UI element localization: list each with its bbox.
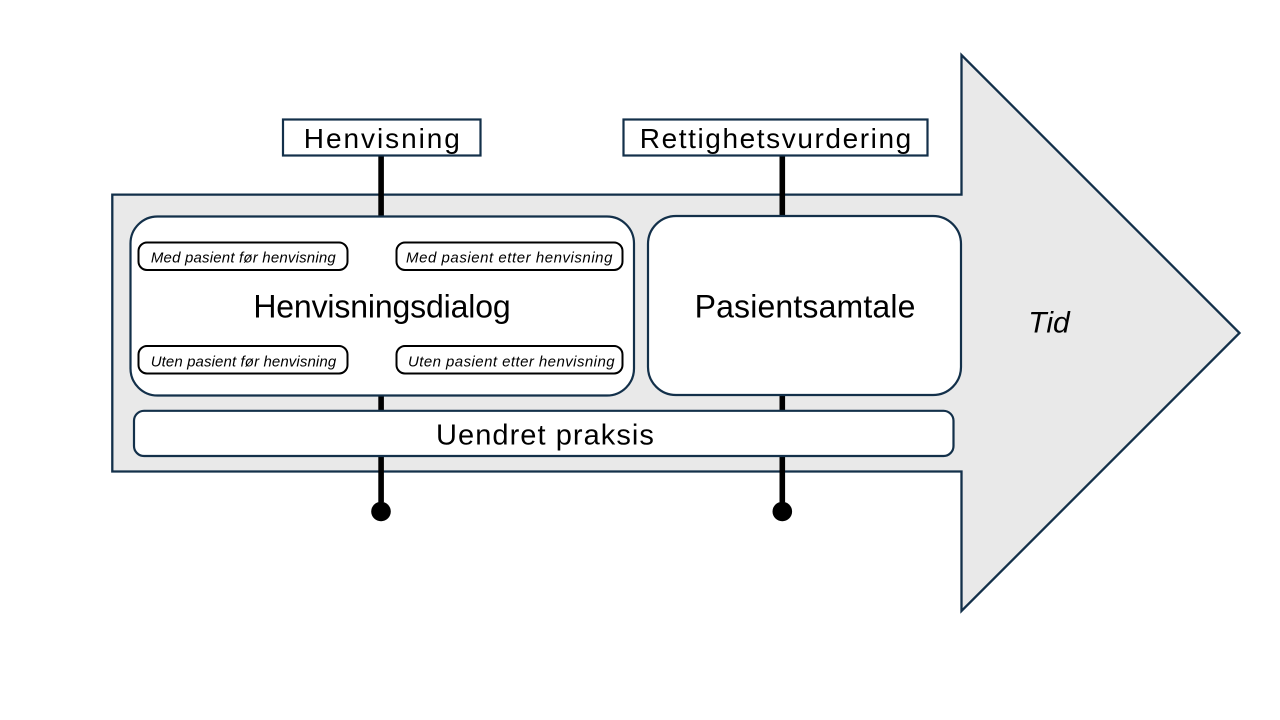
svg-text:Uten pasient etter henvisning: Uten pasient etter henvisning bbox=[408, 354, 615, 371]
svg-text:Med pasient før henvisning: Med pasient før henvisning bbox=[151, 250, 337, 267]
svg-text:Henvisning: Henvisning bbox=[304, 123, 462, 154]
svg-text:Uendret praksis: Uendret praksis bbox=[436, 420, 655, 452]
svg-text:Uten pasient før henvisning: Uten pasient før henvisning bbox=[151, 354, 337, 371]
svg-text:Rettighetsvurdering: Rettighetsvurdering bbox=[640, 123, 913, 154]
svg-text:Henvisningsdialog: Henvisningsdialog bbox=[253, 288, 510, 324]
svg-text:Med pasient etter henvisning: Med pasient etter henvisning bbox=[406, 250, 613, 267]
svg-text:Tid: Tid bbox=[1028, 307, 1071, 340]
svg-text:Pasientsamtale: Pasientsamtale bbox=[695, 288, 916, 324]
